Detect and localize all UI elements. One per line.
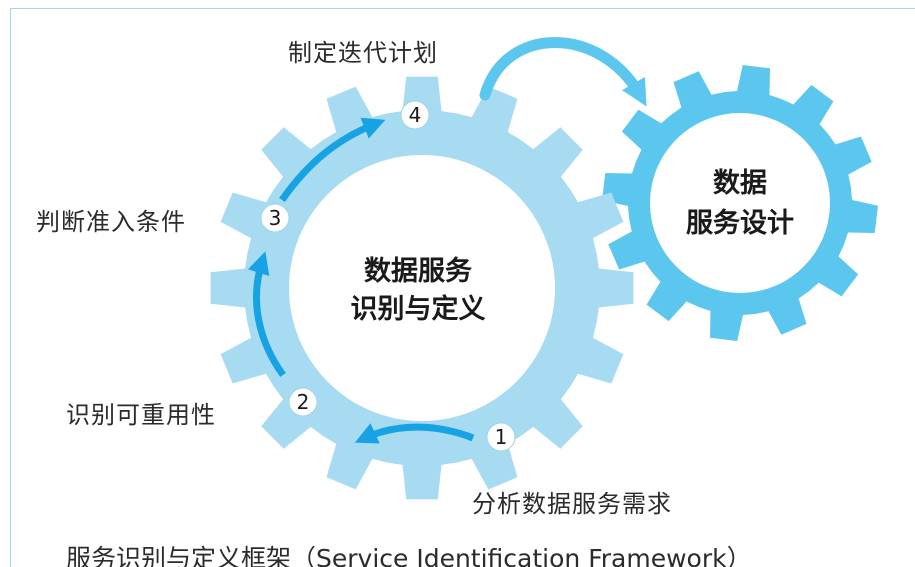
step-1-marker: 1: [486, 422, 516, 452]
diagram-frame: [10, 8, 915, 567]
step-1-label: 分析数据服务需求: [472, 490, 672, 518]
step-2-marker: 2: [288, 387, 318, 417]
big-gear-hub: [289, 155, 555, 421]
step-3-marker: 3: [260, 203, 290, 233]
step-4-label: 制定迭代计划: [288, 39, 438, 67]
step-4-marker: 4: [400, 100, 430, 130]
step-1-number: 1: [495, 425, 508, 449]
step-4-number: 4: [409, 103, 422, 127]
big-gear-title-line1: 数据服务: [364, 256, 472, 287]
process-arrow-2-to-3: [247, 251, 286, 378]
small-gear-title-line2: 服务设计: [686, 208, 794, 239]
small-gear: 数据 服务设计: [602, 65, 878, 341]
small-gear-title-line1: 数据: [713, 168, 767, 199]
step-2-label: 识别可重用性: [66, 401, 216, 429]
process-arrow-1-to-2: [354, 423, 475, 444]
small-gear-hub: [650, 113, 830, 293]
step-3-number: 3: [269, 206, 282, 230]
big-gear-title-line2: 识别与定义: [351, 293, 486, 325]
transfer-arrow: [479, 37, 647, 107]
step-3-label: 判断准入条件: [36, 208, 186, 236]
figure-caption: 服务识别与定义框架（Service Identification Framewo…: [66, 544, 752, 567]
process-arrow-3-to-4: [279, 117, 386, 203]
step-2-number: 2: [297, 390, 310, 414]
big-gear: 数据服务 识别与定义: [210, 76, 634, 500]
